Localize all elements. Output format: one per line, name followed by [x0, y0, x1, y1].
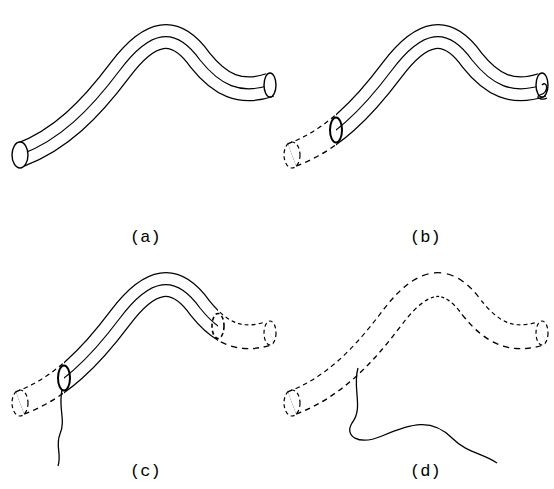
panel-label: (b)	[410, 228, 441, 247]
panel-label: (d)	[410, 462, 441, 481]
panel-label: (c)	[130, 462, 161, 481]
panel-label: (a)	[130, 228, 161, 247]
tube-d	[284, 285, 548, 463]
tube-a	[12, 37, 276, 168]
tube-b	[284, 37, 548, 168]
tube-c	[12, 285, 276, 466]
